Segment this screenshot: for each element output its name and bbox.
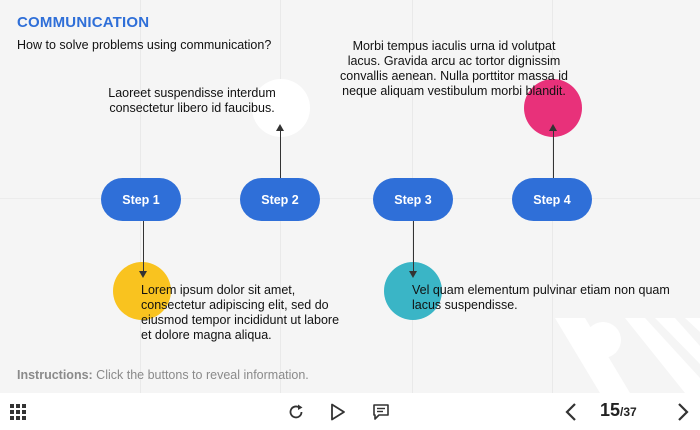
grid-line xyxy=(0,198,700,199)
step-4-arrow-icon xyxy=(549,124,557,131)
page-title: COMMUNICATION xyxy=(17,14,150,31)
step-2-info-text: Laoreet suspendisse interdum consectetur… xyxy=(108,86,276,115)
step-1-button[interactable]: Step 1 xyxy=(101,178,181,221)
chevron-right-icon[interactable] xyxy=(672,400,694,424)
step-4-pointer-line xyxy=(553,130,554,178)
step-4-button[interactable]: Step 4 xyxy=(512,178,592,221)
step-4-info-text: Morbi tempus iaculis urna id volutpat la… xyxy=(340,39,568,98)
step-3-pointer-line xyxy=(413,221,414,272)
captions-icon[interactable] xyxy=(370,401,392,423)
step-1-pointer-line xyxy=(143,221,144,272)
chevron-left-icon[interactable] xyxy=(560,400,582,424)
step-2-button[interactable]: Step 2 xyxy=(240,178,320,221)
slide-canvas: COMMUNICATION How to solve problems usin… xyxy=(0,0,700,393)
decorative-stripes-graphic xyxy=(555,318,700,393)
step-3-button[interactable]: Step 3 xyxy=(373,178,453,221)
step-3-info-text: Vel quam elementum pulvinar etiam non qu… xyxy=(412,283,670,312)
step-2-arrow-icon xyxy=(276,124,284,131)
play-icon[interactable] xyxy=(327,401,349,423)
replay-icon[interactable] xyxy=(285,401,307,423)
current-page-number: 15 xyxy=(600,400,621,420)
menu-grid-icon[interactable] xyxy=(8,402,28,422)
page-subtitle: How to solve problems using communicatio… xyxy=(17,38,272,52)
total-pages: /37 xyxy=(620,405,637,419)
instructions-text: Instructions: Click the buttons to revea… xyxy=(17,368,309,382)
page-counter: 15 /37 xyxy=(600,400,637,424)
step-3-arrow-icon xyxy=(409,271,417,278)
player-toolbar xyxy=(0,393,700,430)
step-1-info-text: Lorem ipsum dolor sit amet, consectetur … xyxy=(141,283,340,342)
step-1-arrow-icon xyxy=(139,271,147,278)
step-2-pointer-line xyxy=(280,130,281,178)
